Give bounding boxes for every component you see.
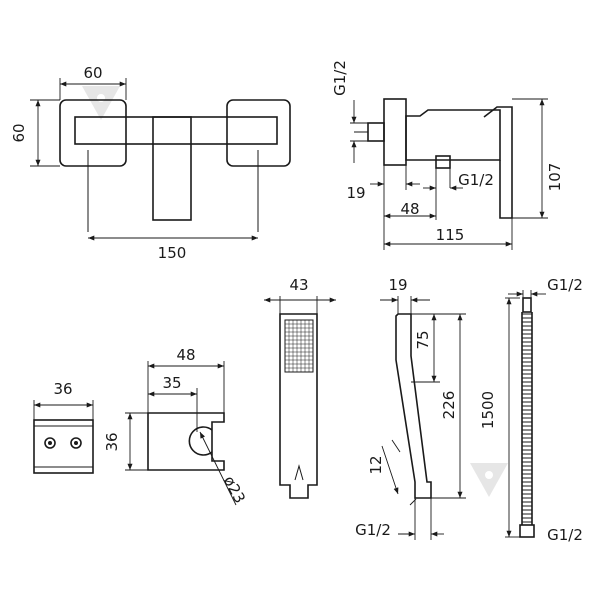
mixer-front-height-label: 60	[10, 123, 28, 142]
holder-36-label: 36	[103, 432, 121, 451]
hose-bottom-thread-label: G1/2	[547, 526, 583, 544]
mixer-side-thread-label: G1/2	[331, 60, 349, 96]
handshower-width-label: 43	[289, 276, 308, 294]
mixer-side-outlet-thread-label: G1/2	[458, 171, 494, 189]
handshower-75-label: 75	[414, 330, 432, 349]
handshower-front-view	[264, 296, 336, 499]
handshower-side-view	[380, 296, 466, 540]
hose-length-label: 1500	[479, 391, 497, 429]
mixer-front-width-label: 60	[83, 64, 102, 82]
mixer-front-centers-label: 150	[158, 244, 187, 262]
watermark-logo-top	[82, 86, 120, 120]
shower-hose	[505, 290, 546, 538]
mixer-front-view	[30, 78, 291, 241]
wall-plate-width-label: 36	[53, 380, 72, 398]
holder-diameter-label: ø23	[220, 473, 249, 506]
wall-plate	[33, 400, 94, 474]
hose-top-thread-label: G1/2	[547, 276, 583, 294]
watermark-logo-right	[470, 463, 508, 497]
holder-48-label: 48	[176, 346, 195, 364]
handshower-226-label: 226	[440, 391, 458, 420]
mixer-side-115-label: 115	[436, 226, 465, 244]
mixer-side-107-label: 107	[546, 163, 564, 192]
mixer-side-48-label: 48	[400, 200, 419, 218]
mixer-side-view	[350, 98, 548, 250]
handshower-12-label: 12	[367, 455, 385, 474]
holder-35-label: 35	[162, 374, 181, 392]
handshower-side-width-label: 19	[388, 276, 407, 294]
mixer-side-19-label: 19	[346, 184, 365, 202]
handshower-thread-label: G1/2	[355, 521, 391, 539]
shower-holder	[125, 361, 237, 506]
